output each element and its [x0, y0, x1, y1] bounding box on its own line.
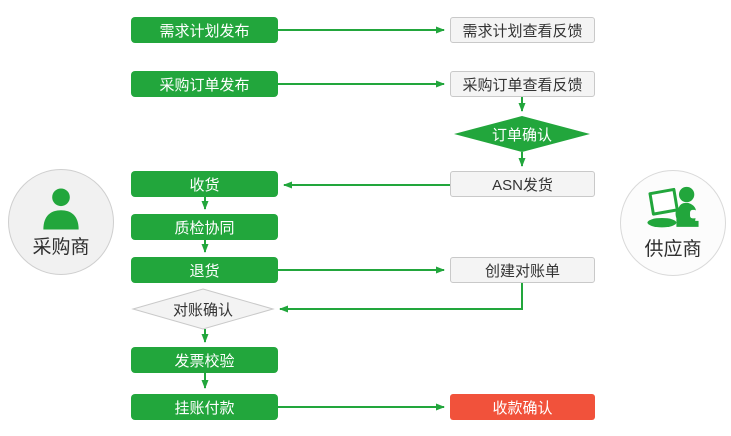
node-asn-ship: ASN发货: [450, 171, 595, 197]
node-po-feedback: 采购订单查看反馈: [450, 71, 595, 97]
actor-buyer-label: 采购商: [32, 236, 90, 258]
node-invoice-check: 发票校验: [131, 347, 278, 373]
actor-buyer: 采购商: [8, 169, 114, 275]
node-po-publish: 采购订单发布: [131, 71, 278, 97]
node-payment: 挂账付款: [131, 394, 278, 420]
decision-statement-confirm-label: 对账确认: [172, 301, 233, 319]
node-return-goods: 退货: [131, 257, 278, 283]
person-icon: [43, 187, 79, 229]
node-receive: 收货: [131, 171, 278, 197]
actor-supplier-label: 供应商: [644, 238, 702, 260]
actor-supplier: 供应商: [620, 170, 726, 276]
node-demand-plan-publish: 需求计划发布: [131, 17, 278, 43]
node-quality-collab: 质检协同: [131, 214, 278, 240]
arrow-statement-to-confirm: [279, 283, 523, 313]
node-receipt-confirm: 收款确认: [450, 394, 595, 420]
person-laptop-icon: [647, 186, 699, 227]
decision-order-confirm-label: 订单确认: [491, 126, 552, 144]
node-demand-plan-feedback: 需求计划查看反馈: [450, 17, 595, 43]
node-create-statement: 创建对账单: [450, 257, 595, 283]
